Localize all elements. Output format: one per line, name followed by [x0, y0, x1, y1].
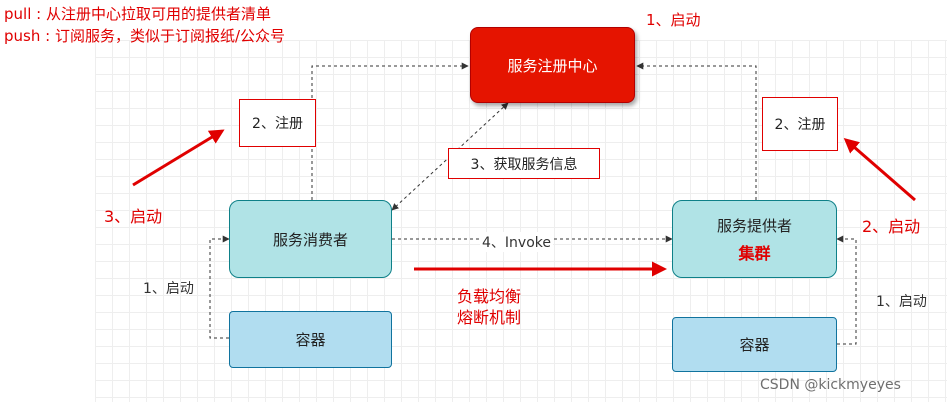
consumer-register-box: 2、注册 [239, 99, 316, 147]
consumer-container-start-label: 1、启动 [143, 281, 194, 297]
consumer-start-red-arrow [132, 129, 225, 187]
provider-start-red-arrow [843, 138, 916, 202]
provider-register-label: 2、注册 [774, 117, 826, 133]
provider-container-node[interactable]: 容器 [672, 317, 837, 372]
circuit-breaker-label: 熔断机制 [457, 308, 522, 327]
consumer-start-label: 3、启动 [104, 207, 163, 226]
consumer-register-label: 2、注册 [252, 116, 303, 132]
fetch-info-label: 3、获取服务信息 [470, 156, 578, 173]
provider-container-label: 容器 [739, 336, 770, 354]
consumer-container-node[interactable]: 容器 [229, 311, 392, 368]
registry-label: 服务注册中心 [507, 56, 598, 75]
provider-start-label: 2、启动 [862, 217, 921, 236]
consumer-to-registry-edge [311, 62, 469, 200]
consumer-node[interactable]: 服务消费者 [229, 200, 392, 278]
load-balance-label: 负载均衡 [457, 287, 522, 306]
provider-label: 服务提供者 [716, 216, 792, 235]
csdn-watermark: CSDN @kickmyeyes [760, 377, 901, 393]
push-note: push : 订阅服务，类似于订阅报纸/公众号 [4, 27, 285, 45]
invoke-label: 4、Invoke [480, 232, 553, 252]
registry-node[interactable]: 服务注册中心 [470, 27, 635, 103]
provider-cluster-label: 集群 [738, 243, 771, 263]
provider-to-registry-edge [636, 62, 757, 200]
consumer-container-label: 容器 [295, 331, 326, 349]
registry-start-label: 1、启动 [646, 11, 701, 29]
provider-node[interactable]: 服务提供者 集群 [672, 200, 837, 278]
fetch-info-box: 3、获取服务信息 [448, 148, 600, 179]
provider-container-edge [836, 235, 857, 345]
pull-note: pull : 从注册中心拉取可用的提供者清单 [4, 5, 271, 23]
consumer-label: 服务消费者 [272, 230, 348, 249]
consumer-container-edge [209, 235, 230, 339]
provider-register-box: 2、注册 [762, 97, 838, 151]
provider-container-start-label: 1、启动 [876, 294, 927, 310]
